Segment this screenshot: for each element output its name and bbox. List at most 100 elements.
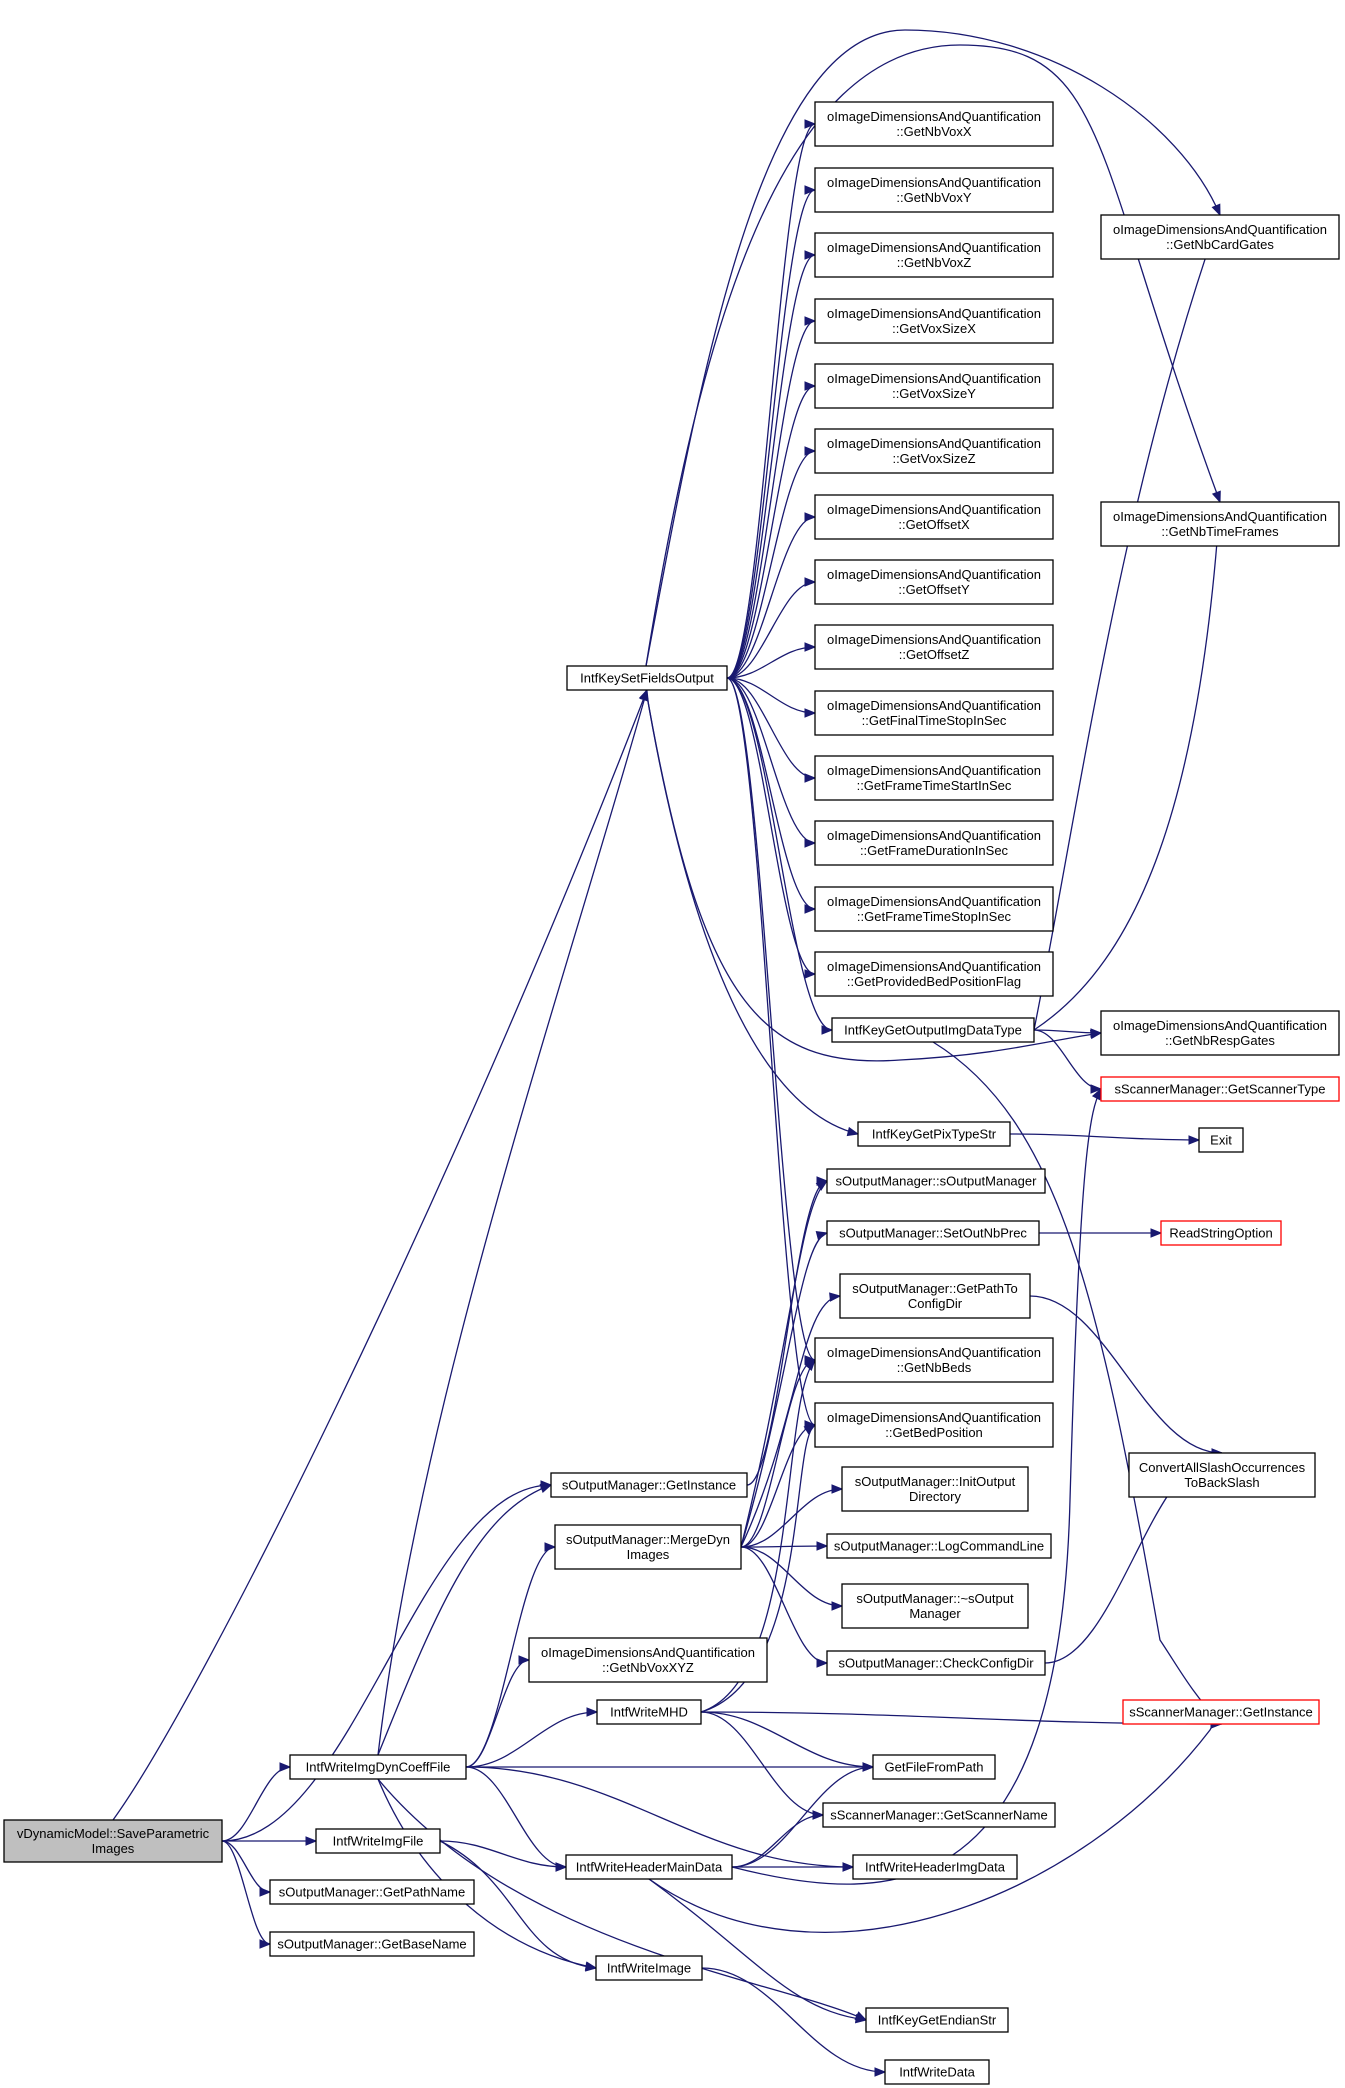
node-box [814, 232, 1054, 278]
node-label: IntfWriteHeaderMainData [576, 1860, 723, 1875]
node-label: IntfWriteHeaderImgData [865, 1860, 1006, 1875]
node-box [595, 1955, 703, 1981]
node-label: ReadStringOption [1169, 1226, 1272, 1241]
arrowhead-icon [1211, 203, 1221, 217]
node-get-final-time-stop[interactable]: oImageDimensionsAndQuantification::GetFi… [814, 690, 1054, 736]
node-label: oImageDimensionsAndQuantification [541, 1645, 755, 1660]
arrowhead-icon [259, 1887, 272, 1897]
node-exit[interactable]: Exit [1198, 1127, 1244, 1153]
node-intf-write-image[interactable]: IntfWriteImage [595, 1955, 703, 1981]
node-set-out-nb-prec[interactable]: sOutputManager::SetOutNbPrec [826, 1220, 1040, 1246]
call-edge-intf-write-img-dyn-coeff-file-to-output-get-instance [377, 1484, 553, 1756]
node-intf-key-get-endian-str[interactable]: IntfKeyGetEndianStr [865, 2007, 1009, 2033]
node-output-manager-ctor[interactable]: sOutputManager::sOutputManager [826, 1168, 1046, 1194]
node-box [1100, 1010, 1340, 1056]
call-edge-intf-write-img-dyn-coeff-file-to-intf-write-mhd [465, 1707, 599, 1768]
call-edge-merge-dyn-images-to-get-path-to-config-dir [740, 1292, 842, 1548]
node-get-frame-duration[interactable]: oImageDimensionsAndQuantification::GetFr… [814, 820, 1054, 866]
arrowhead-icon [804, 1358, 816, 1372]
call-edge-intf-key-get-output-img-data-type-to-get-nb-time-frames [1033, 500, 1225, 1031]
node-get-provided-bed-flag[interactable]: oImageDimensionsAndQuantification::GetPr… [814, 951, 1054, 997]
call-edge-intf-key-set-fields-output-to-get-offset-x [726, 512, 817, 679]
node-intf-write-data[interactable]: IntfWriteData [884, 2059, 990, 2085]
call-edge-intf-key-get-output-img-data-type-to-get-nb-resp-gates [1033, 1028, 1103, 1038]
node-scanner-get-instance[interactable]: sScannerManager::GetInstance [1122, 1699, 1320, 1725]
node-output-manager-dtor[interactable]: sOutputManager::~sOutputManager [841, 1583, 1029, 1629]
node-intf-write-header-img-data[interactable]: IntfWriteHeaderImgData [852, 1854, 1018, 1880]
call-edge-merge-dyn-images-to-output-manager-ctor [740, 1180, 829, 1548]
node-intf-key-set-fields-output[interactable]: IntfKeySetFieldsOutput [566, 665, 728, 691]
node-get-bed-position[interactable]: oImageDimensionsAndQuantification::GetBe… [814, 1402, 1054, 1448]
node-get-nb-resp-gates[interactable]: oImageDimensionsAndQuantification::GetNb… [1100, 1010, 1340, 1056]
node-box [1100, 1076, 1340, 1102]
node-get-nb-card-gates[interactable]: oImageDimensionsAndQuantification::GetNb… [1100, 214, 1340, 260]
call-edge-merge-dyn-images-to-set-out-nb-prec [740, 1231, 829, 1548]
node-label: ::GetNbRespGates [1165, 1033, 1275, 1048]
node-box [814, 101, 1054, 147]
call-edge-intf-key-set-fields-output-to-get-provided-bed-flag [726, 677, 817, 979]
call-edge-set-out-nb-prec-to-read-string-option [1038, 1228, 1163, 1238]
node-get-nb-beds[interactable]: oImageDimensionsAndQuantification::GetNb… [814, 1337, 1054, 1383]
node-get-offset-y[interactable]: oImageDimensionsAndQuantification::GetOf… [814, 559, 1054, 605]
node-box [814, 690, 1054, 736]
node-label: sOutputManager::GetBaseName [277, 1937, 466, 1952]
call-edge-merge-dyn-images-to-init-output-directory [740, 1484, 844, 1548]
node-get-nb-vox-x[interactable]: oImageDimensionsAndQuantification::GetNb… [814, 101, 1054, 147]
node-get-vox-size-x[interactable]: oImageDimensionsAndQuantification::GetVo… [814, 298, 1054, 344]
node-label: Images [92, 1841, 135, 1856]
node-box [865, 2007, 1009, 2033]
call-edge-intf-write-header-main-data-to-intf-key-get-endian-str [648, 1878, 868, 2024]
node-get-base-name[interactable]: sOutputManager::GetBaseName [269, 1931, 475, 1957]
node-intf-write-header-main-data[interactable]: IntfWriteHeaderMainData [565, 1854, 733, 1880]
node-label: sOutputManager::~sOutput [856, 1591, 1014, 1606]
node-get-nb-time-frames[interactable]: oImageDimensionsAndQuantification::GetNb… [1100, 501, 1340, 547]
node-label: sScannerManager::GetScannerType [1114, 1082, 1325, 1097]
arrowhead-icon [804, 446, 817, 456]
arrowhead-icon [1150, 1228, 1163, 1238]
node-box [826, 1650, 1046, 1676]
node-label: oImageDimensionsAndQuantification [827, 894, 1041, 909]
node-get-nb-vox-z[interactable]: oImageDimensionsAndQuantification::GetNb… [814, 232, 1054, 278]
node-label: oImageDimensionsAndQuantification [827, 240, 1041, 255]
node-intf-write-mhd[interactable]: IntfWriteMHD [596, 1699, 702, 1725]
call-edge-intf-write-mhd-to-get-nb-beds [700, 1358, 816, 1713]
node-read-string-option[interactable]: ReadStringOption [1160, 1220, 1282, 1246]
node-get-frame-time-stop[interactable]: oImageDimensionsAndQuantification::GetFr… [814, 886, 1054, 932]
node-get-file-from-path[interactable]: GetFileFromPath [872, 1754, 996, 1780]
node-get-nb-vox-y[interactable]: oImageDimensionsAndQuantification::GetNb… [814, 167, 1054, 213]
node-label: oImageDimensionsAndQuantification [1113, 222, 1327, 237]
node-box [596, 1699, 702, 1725]
node-scanner-get-scanner-name[interactable]: sScannerManager::GetScannerName [822, 1802, 1056, 1828]
node-check-config-dir[interactable]: sOutputManager::CheckConfigDir [826, 1650, 1046, 1676]
call-edge-intf-key-set-fields-output-to-intf-key-get-output-img-data-type [726, 677, 834, 1035]
node-intf-write-img-dyn-coeff-file[interactable]: IntfWriteImgDynCoeffFile [289, 1754, 467, 1780]
node-output-get-instance[interactable]: sOutputManager::GetInstance [550, 1472, 748, 1498]
node-label: oImageDimensionsAndQuantification [827, 763, 1041, 778]
node-log-command-line[interactable]: sOutputManager::LogCommandLine [826, 1533, 1052, 1559]
call-edge-merge-dyn-images-to-log-command-line [740, 1541, 829, 1551]
node-label: IntfWriteMHD [610, 1705, 688, 1720]
node-get-vox-size-z[interactable]: oImageDimensionsAndQuantification::GetVo… [814, 428, 1054, 474]
node-get-offset-z[interactable]: oImageDimensionsAndQuantification::GetOf… [814, 624, 1054, 670]
call-edge-root-to-intf-write-img-dyn-coeff-file [221, 1762, 292, 1842]
node-label: sOutputManager::GetPathTo [852, 1281, 1017, 1296]
node-intf-write-img-file[interactable]: IntfWriteImgFile [315, 1828, 441, 1854]
node-get-path-name[interactable]: sOutputManager::GetPathName [269, 1879, 475, 1905]
node-intf-key-get-output-img-data-type[interactable]: IntfKeyGetOutputImgDataType [831, 1017, 1035, 1043]
node-scanner-get-scanner-type[interactable]: sScannerManager::GetScannerType [1100, 1076, 1340, 1102]
node-label: IntfWriteImage [607, 1961, 691, 1976]
call-edge-intf-write-header-main-data-to-scanner-get-scanner-name [731, 1810, 825, 1868]
node-box [814, 363, 1054, 409]
node-get-nb-vox-xyz[interactable]: oImageDimensionsAndQuantification::GetNb… [528, 1637, 768, 1683]
node-get-frame-time-start[interactable]: oImageDimensionsAndQuantification::GetFr… [814, 755, 1054, 801]
node-intf-key-get-pix-type-str[interactable]: IntfKeyGetPixTypeStr [857, 1121, 1011, 1147]
node-get-vox-size-y[interactable]: oImageDimensionsAndQuantification::GetVo… [814, 363, 1054, 409]
node-get-offset-x[interactable]: oImageDimensionsAndQuantification::GetOf… [814, 494, 1054, 540]
node-label: vDynamicModel::SaveParametric [17, 1826, 210, 1841]
node-box [841, 1466, 1029, 1512]
